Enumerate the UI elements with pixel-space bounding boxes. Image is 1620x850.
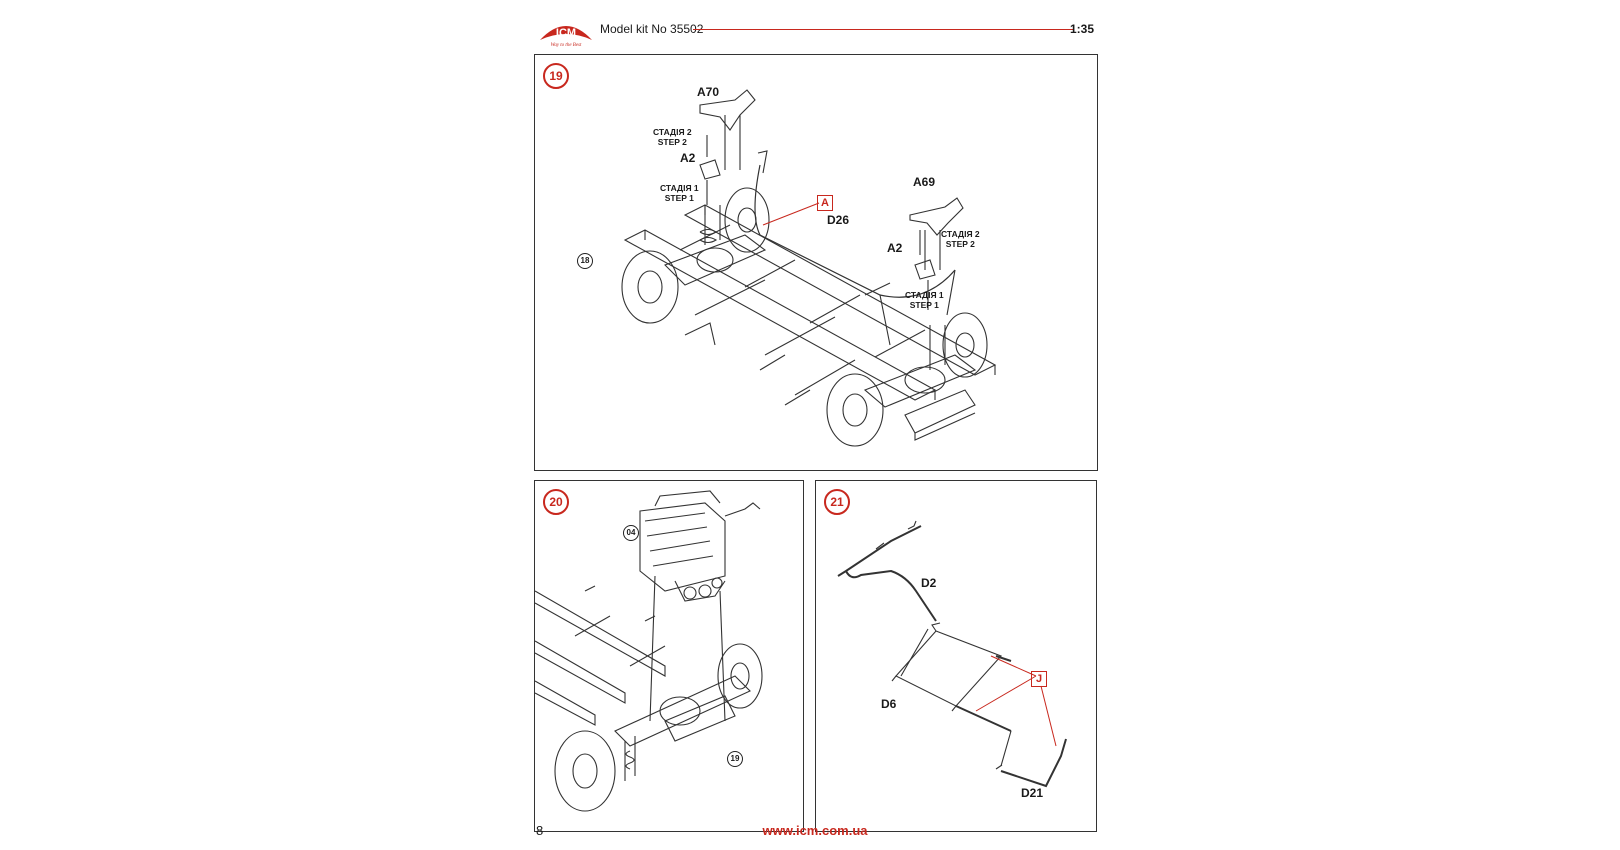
step-stage-label: СТАДІЯ 1 STEP 1 <box>660 183 699 203</box>
callout-j: J <box>1031 671 1047 687</box>
part-label-d2: D2 <box>921 576 937 590</box>
icm-logo: ICM Way to the Best <box>540 26 592 48</box>
scale-label: 1:35 <box>1069 22 1094 36</box>
step-reference-badge: 04 <box>623 525 639 541</box>
step-21-panel: 21 D2 D6 D21 J <box>815 480 1097 832</box>
step-number-badge: 19 <box>543 63 569 89</box>
part-label-a70: A70 <box>697 85 720 99</box>
part-label-a2-right: A2 <box>887 241 903 255</box>
step-reference-badge: 18 <box>577 253 593 269</box>
step-number-badge: 20 <box>543 489 569 515</box>
callout-a: A <box>817 195 833 211</box>
svg-text:Way to the Best: Way to the Best <box>551 43 582 48</box>
page-header: ICM Way to the Best Model kit No 35502 1… <box>530 14 1100 48</box>
part-label-d21: D21 <box>1021 786 1044 800</box>
exhaust-assembly-drawing <box>837 520 1067 788</box>
part-label-a2-left: A2 <box>680 151 696 165</box>
part-label-d6: D6 <box>881 697 897 711</box>
svg-text:ICM: ICM <box>556 27 576 39</box>
step-19-panel: 19 A70 A2 A69 A2 D26 СТАДІЯ 2 STEP 2 СТА… <box>534 54 1098 471</box>
model-kit-number: Model kit No 35502 <box>600 22 704 36</box>
step-stage-label: СТАДІЯ 1 STEP 1 <box>905 290 944 310</box>
part-label-a69: A69 <box>913 175 936 189</box>
step-20-panel: 20 04 19 <box>534 480 804 832</box>
chassis-rear-axle-drawing <box>621 89 997 447</box>
page-number: 8 <box>536 823 544 838</box>
step-stage-label: СТАДІЯ 2 STEP 2 <box>941 229 980 249</box>
footer-url[interactable]: www.icm.com.ua <box>762 823 868 838</box>
header-rule <box>693 29 1073 30</box>
step-number-badge: 21 <box>824 489 850 515</box>
part-label-d26: D26 <box>827 213 850 227</box>
instruction-page: ICM Way to the Best Model kit No 35502 1… <box>530 14 1100 844</box>
step-reference-badge: 19 <box>727 751 743 767</box>
engine-install-drawing <box>535 490 763 812</box>
step-stage-label: СТАДІЯ 2 STEP 2 <box>653 127 692 147</box>
